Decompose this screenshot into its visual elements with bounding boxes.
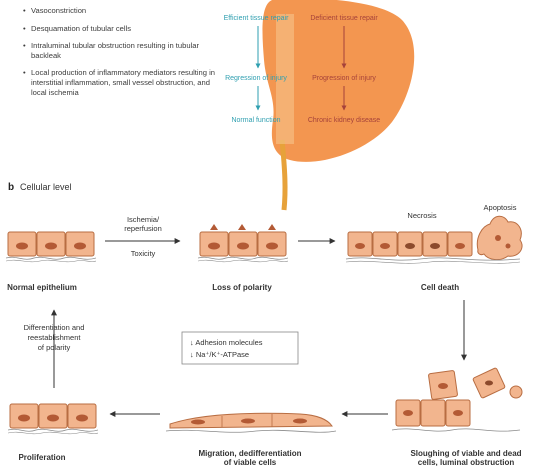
label-ischemia-1: Ischemia/	[127, 215, 160, 224]
label-differentiation-2: reestablishment	[28, 333, 82, 342]
cell-death-cells	[346, 216, 522, 263]
label-apoptosis: Apoptosis	[484, 203, 517, 212]
flow-left-1: Efficient tissue repair	[224, 15, 290, 22]
label-sloughing-1: Sloughing of viable and dead	[410, 449, 521, 458]
polarity-markers	[210, 224, 276, 230]
legend-adhesion: ↓ Adhesion molecules	[190, 338, 263, 347]
label-migration-1: Migration, dedifferentiation	[198, 449, 301, 458]
label-proliferation: Proliferation	[18, 453, 65, 462]
loss-polarity-cells	[198, 232, 288, 262]
label-differentiation-1: Differentiation and	[24, 323, 85, 332]
flow-right-3: Chronic kidney disease	[308, 117, 380, 124]
legend-atpase: ↓ Na⁺/K⁺-ATPase	[190, 350, 249, 359]
label-ischemia-2: reperfusion	[124, 224, 162, 233]
label-normal-epithelium: Normal epithelium	[7, 283, 77, 292]
label-loss-polarity: Loss of polarity	[212, 283, 272, 292]
normal-epithelium-cells	[6, 232, 96, 262]
flow-left-3: Normal function	[231, 117, 280, 124]
flow-left-2: Regression of injury	[225, 75, 287, 82]
migration-cells	[166, 413, 336, 432]
flow-right-2: Progression of injury	[312, 75, 376, 82]
sloughing-cells	[392, 368, 522, 432]
panel-b-letter: b	[8, 182, 14, 193]
label-sloughing-2: cells, luminal obstruction	[418, 458, 515, 466]
label-differentiation-3: of polarity	[38, 343, 71, 352]
proliferation-cells	[8, 404, 98, 434]
label-necrosis: Necrosis	[407, 211, 436, 220]
label-migration-2: of viable cells	[224, 458, 277, 466]
label-cell-death: Cell death	[421, 283, 459, 292]
panel-b-title: Cellular level	[20, 182, 72, 192]
label-toxicity: Toxicity	[131, 249, 156, 258]
legend-box: ↓ Adhesion molecules ↓ Na⁺/K⁺-ATPase	[182, 332, 298, 364]
flow-right-1: Deficient tissue repair	[310, 15, 378, 22]
kidney-illustration	[262, 0, 414, 210]
